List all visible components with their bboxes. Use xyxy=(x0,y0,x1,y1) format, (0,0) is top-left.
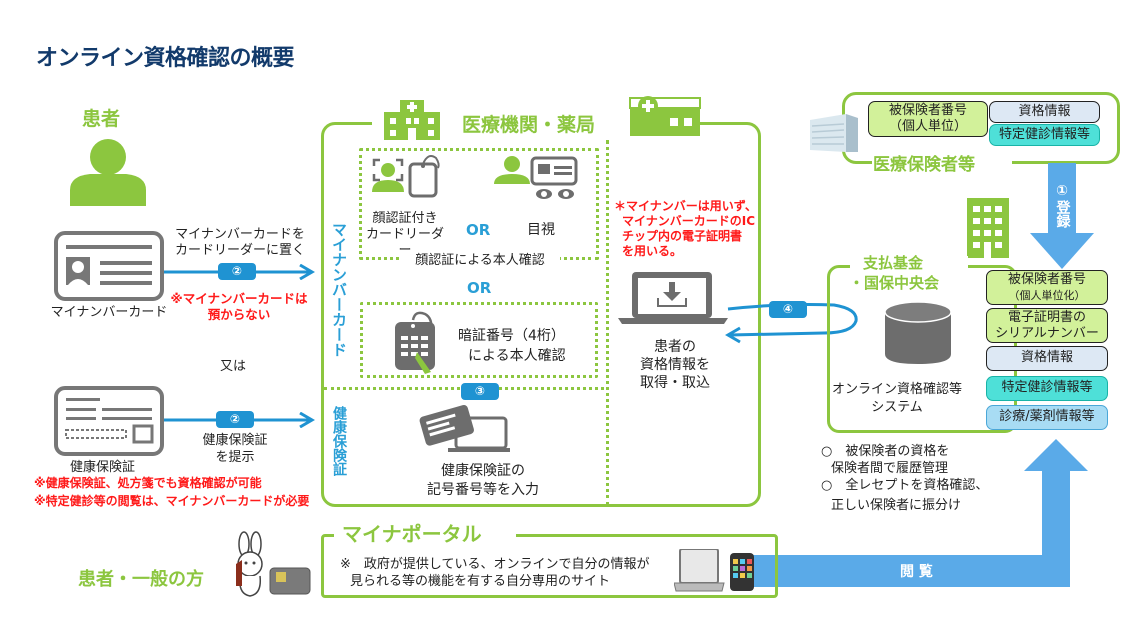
stack-box-checkup: 特定健診情報等 xyxy=(986,376,1108,401)
health-input-line1: 健康保険証の xyxy=(441,463,525,479)
stack-box-insured-number-line1: 被保険者番号 xyxy=(1007,272,1086,287)
retrieve-line3: 取得・取込 xyxy=(640,375,710,391)
mynaportal-frame xyxy=(321,534,778,598)
arrow1-text-line2: カードリーダーに置く xyxy=(174,243,305,258)
hospital-icon xyxy=(380,96,444,140)
health-card-note1: ※健康保険証、処方箋でも資格確認が可能 xyxy=(34,476,262,490)
stack-box-cert-serial: 電子証明書の シリアルナンバー xyxy=(986,308,1108,343)
insurer-building-icon xyxy=(806,110,862,154)
facility-label: 医療機関・薬局 xyxy=(462,114,596,136)
retrieve-label: 患者の 資格情報を 取得・取込 xyxy=(630,338,720,392)
mynumber-note-line2: マイナンバーカードのIC xyxy=(622,214,756,228)
insurer-checkup-box: 特定健診情報等 xyxy=(989,124,1100,146)
fund-bullet2-line1: ○ 全レセプトを資格確認、 xyxy=(821,478,989,493)
mynumber-note-line3: チップ内の電子証明書 xyxy=(622,229,743,243)
arrow1-note-line1: ※マイナンバーカードは xyxy=(170,291,308,306)
health-card-icon xyxy=(54,386,164,456)
system-label: オンライン資格確認等 システム xyxy=(822,381,972,417)
mynaportal-desc-line2: 見られる等の機能を有する自分専用のサイト xyxy=(350,574,611,589)
visual-check-icon xyxy=(494,154,584,200)
arrow2-text-line2: を提示 xyxy=(215,450,255,465)
mynaportal-mascot-icon xyxy=(214,530,312,598)
step2-badge-health: ② xyxy=(216,411,254,428)
mynaportal-description: ※ 政府が提供している、オンラインで自分の情報が 見られる等の機能を有する自分専… xyxy=(340,556,650,590)
step3-badge: ③ xyxy=(461,383,499,400)
patient-person-icon xyxy=(68,138,148,206)
side-label-health-card: 健康保険証 xyxy=(331,406,347,476)
pin-auth-line2: による本人確認 xyxy=(468,348,566,364)
fund-building-icon xyxy=(963,198,1013,258)
side-label-mynumber-card: マイナンバーカード xyxy=(330,222,348,357)
fund-label-line2: ・国保中央会 xyxy=(849,274,940,292)
download-laptop-icon xyxy=(616,270,730,326)
arrow1-note: ※マイナンバーカードは 預からない xyxy=(166,291,312,323)
arrow2-text-line1: 健康保険証 xyxy=(202,433,268,448)
face-reader-icon xyxy=(366,150,446,202)
arrow2-text: 健康保険証 を提示 xyxy=(180,432,290,466)
fund-label-line1: 支払基金 xyxy=(863,254,924,272)
divider-vertical xyxy=(606,140,609,506)
retrieve-line1: 患者の xyxy=(654,339,696,355)
mynumber-card-icon xyxy=(54,231,164,301)
fund-bullets: ○ 被保険者の資格を 保険者間で履歴管理 ○ 全レセプトを資格確認、 正しい保険… xyxy=(821,443,988,514)
or-label: 又は xyxy=(220,359,247,374)
stack-box-medical: 診療/薬剤情報等 xyxy=(986,405,1108,430)
health-input-label: 健康保険証の 記号番号等を入力 xyxy=(408,462,558,500)
arrow1-note-line2: 預からない xyxy=(207,307,271,322)
stack-box-insured-number-line2: （個人単位化） xyxy=(1008,289,1086,302)
mynaportal-title: マイナポータル xyxy=(342,522,482,546)
arrow1-text-line1: マイナンバーカードを xyxy=(175,227,305,242)
stack-box-cert-serial-line1: 電子証明書の xyxy=(1007,310,1086,325)
face-reader-label-line1: 顔認証付き xyxy=(372,211,438,226)
mynumber-note-line1: ＊マイナンバーは用いず、 xyxy=(614,199,757,213)
pin-auth-box xyxy=(360,302,598,378)
face-auth-caption: 顔認証による本人確認 xyxy=(400,252,560,269)
health-card-note2: ※特定健診等の閲覧は、マイナンバーカードが必要 xyxy=(34,494,310,508)
health-card-notes: ※健康保険証、処方箋でも資格確認が可能 ※特定健診等の閲覧は、マイナンバーカード… xyxy=(34,474,309,510)
register-arrow xyxy=(1030,163,1094,271)
step4-badge: ④ xyxy=(769,301,807,318)
or-text-2: OR xyxy=(467,279,492,297)
pin-auth-line1: 暗証番号（4桁） xyxy=(458,328,565,344)
pin-auth-label: 暗証番号（4桁） による本人確認 xyxy=(458,326,566,366)
register-label: ① 登録 xyxy=(1048,183,1076,228)
pharmacy-icon xyxy=(626,94,704,136)
step2-badge-card: ② xyxy=(218,263,256,280)
view-label: 閲 覧 xyxy=(900,564,933,580)
patient-label: 患者 xyxy=(82,108,121,130)
mynumber-note-line4: を用いる。 xyxy=(622,244,683,258)
system-line2: システム xyxy=(871,400,923,415)
mynaportal-desc-line1: ※ 政府が提供している、オンラインで自分の情報が xyxy=(340,557,650,572)
view-arrow xyxy=(752,439,1112,589)
health-card-label: 健康保険証 xyxy=(70,460,136,475)
fund-bullet1-line2: 保険者間で履歴管理 xyxy=(831,461,949,476)
health-card-input-icon xyxy=(418,402,510,454)
laptop-smartphone-icon xyxy=(674,549,774,593)
page-title: オンライン資格確認の概要 xyxy=(36,46,295,71)
fund-bullet2-line2: 正しい保険者に振分け xyxy=(831,498,962,513)
health-input-line2: 記号番号等を入力 xyxy=(427,482,539,498)
stack-box-insured-number: 被保険者番号 （個人単位化） xyxy=(986,270,1108,305)
insurer-number-line2: （個人単位） xyxy=(888,119,967,134)
arrow1-text: マイナンバーカードを カードリーダーに置く xyxy=(165,227,315,259)
register-badge: ① xyxy=(1056,183,1068,199)
fund-label: 支払基金 ・国保中央会 xyxy=(849,253,939,293)
stack-box-qualification: 資格情報 xyxy=(986,346,1108,371)
retrieve-line2: 資格情報を xyxy=(640,357,710,373)
register-text: 登録 xyxy=(1054,200,1071,228)
stack-box-cert-serial-line2: シリアルナンバー xyxy=(995,326,1099,341)
general-public-label: 患者・一般の方 xyxy=(78,569,204,590)
pin-pad-icon xyxy=(391,310,451,376)
insurer-label: 医療保険者等 xyxy=(873,155,975,175)
or-text-1: OR xyxy=(466,221,491,239)
system-line1: オンライン資格確認等 xyxy=(831,382,962,397)
insurer-number-line1: 被保険者番号 xyxy=(888,103,967,118)
insurer-qualification-box: 資格情報 xyxy=(989,101,1100,123)
database-icon xyxy=(883,300,953,366)
fund-bullet1-line1: ○ 被保険者の資格を xyxy=(821,444,950,459)
mynumber-note: ＊マイナンバーは用いず、 マイナンバーカードのIC チップ内の電子証明書 を用い… xyxy=(614,199,757,259)
insurer-number-box: 被保険者番号 （個人単位） xyxy=(868,101,988,137)
mynumber-card-label: マイナンバーカード xyxy=(50,305,168,320)
visual-check-label: 目視 xyxy=(527,222,555,238)
